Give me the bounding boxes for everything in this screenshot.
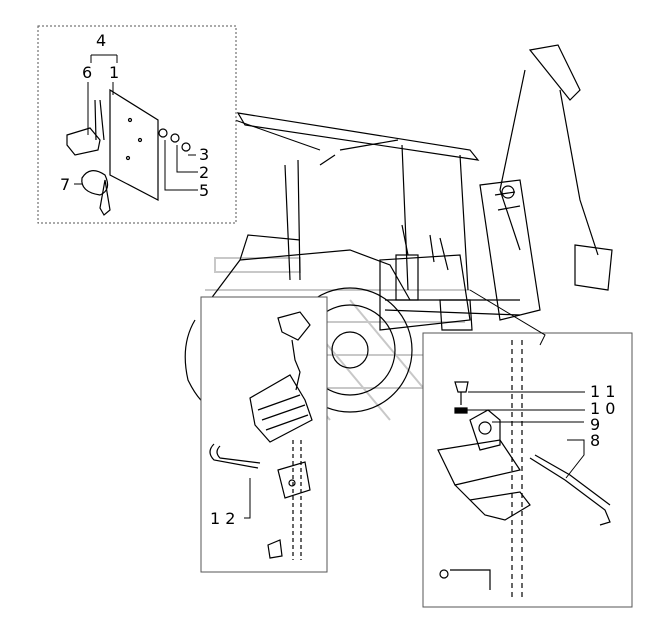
inset-lower-right-callout-lines [467, 391, 585, 479]
leader-line-top [234, 119, 321, 151]
inset-frame-lower-right [422, 332, 633, 608]
backhoe-machine [184, 44, 613, 413]
inset-top-left-callout-lines [74, 54, 198, 191]
callout-line-12 [244, 478, 251, 519]
inset-lower-right-parts [437, 340, 611, 600]
callout-1: 1 [109, 63, 119, 82]
callout-10: 1 0 [590, 399, 615, 418]
callout-3: 3 [199, 145, 209, 164]
callout-11: 1 1 [590, 382, 615, 401]
callout-12: 1 2 [210, 509, 235, 528]
callout-7: 7 [60, 175, 70, 194]
inset-top-left-parts [66, 88, 191, 216]
callout-9: 9 [590, 415, 600, 434]
callout-4: 4 [96, 31, 106, 50]
callout-5: 5 [199, 181, 209, 200]
inset-lower-left-parts [209, 311, 313, 560]
callout-8: 8 [590, 431, 600, 450]
callout-2: 2 [199, 163, 209, 182]
leader-line-lower-right [469, 289, 546, 346]
callout-6: 6 [82, 63, 92, 82]
